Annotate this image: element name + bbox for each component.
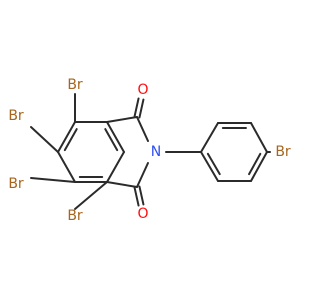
atom-label-n1: N <box>151 144 161 160</box>
bond-a2-br2 <box>30 126 59 153</box>
bond-a4-c2 <box>106 181 138 188</box>
bond-a6-c1 <box>106 116 138 123</box>
atom-label-br3: Br <box>8 176 24 192</box>
atom-label-br4: Br <box>67 208 83 224</box>
atom-label-br5: Br <box>275 144 291 160</box>
bond-layer <box>30 93 271 210</box>
bond-a3-br3 <box>30 177 76 183</box>
bond-c1-n <box>136 116 149 142</box>
atom-label-br1: Br <box>67 77 83 93</box>
bond-b4-b5-inner <box>248 152 262 176</box>
bond-a4-br4 <box>74 181 108 210</box>
bond-a4-a5 <box>106 151 125 183</box>
bond-c2-o2-a <box>133 186 140 207</box>
bond-c2-o2-b <box>138 185 145 206</box>
bond-a1-a2-inner <box>63 128 78 152</box>
atom-label-o2: O <box>137 206 148 222</box>
bond-a5-a6 <box>106 121 125 153</box>
bond-b3-b4 <box>250 122 268 153</box>
bond-b4-b5 <box>250 151 268 182</box>
bond-a5-a6-inner <box>104 128 119 152</box>
bond-a2-a3 <box>57 151 76 183</box>
bond-b1-b2 <box>200 122 219 153</box>
bond-b6-b1 <box>200 151 219 182</box>
bond-b6-b1-inner <box>206 152 221 176</box>
atom-label-br2: Br <box>8 108 24 124</box>
bond-a1-a2 <box>57 121 76 153</box>
atom-label-o1: O <box>137 82 148 98</box>
bond-c1-o1-a <box>138 98 145 119</box>
bond-c1-o1-b <box>133 97 140 118</box>
bond-c2-n <box>136 162 149 188</box>
